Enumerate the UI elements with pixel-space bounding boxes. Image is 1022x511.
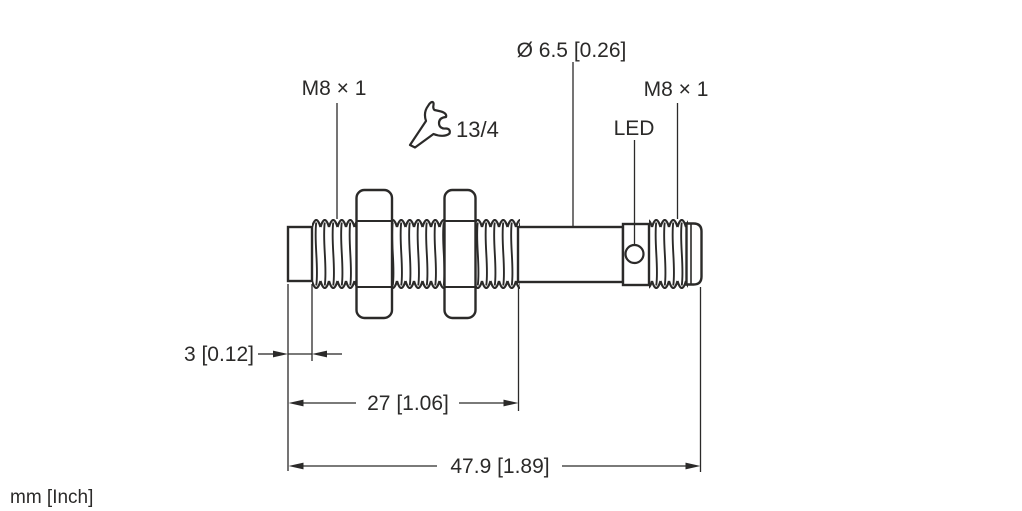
label-thread-left: M8 × 1 bbox=[302, 77, 367, 100]
sensor-body bbox=[286, 188, 703, 320]
dim27-arrow-right-icon bbox=[503, 399, 519, 407]
dim27-arrow-left-icon bbox=[288, 399, 304, 407]
barrel bbox=[516, 225, 625, 284]
label-thread-right: M8 × 1 bbox=[644, 78, 709, 101]
extension-lines bbox=[287, 284, 702, 472]
wrench-icon-shape bbox=[408, 100, 451, 149]
label-diameter: Ø 6.5 [0.26] bbox=[517, 39, 627, 62]
dim47-arrow-left-icon bbox=[288, 462, 304, 470]
leader-lines bbox=[336, 62, 679, 245]
hex-nut-1 bbox=[355, 188, 394, 320]
dim-total-length-label: 47.9 [1.89] bbox=[450, 455, 549, 478]
dimension-total-length: 47.9 [1.89] bbox=[288, 455, 701, 478]
dim47-arrow-right-icon bbox=[685, 462, 701, 470]
hex-nut-2-outline bbox=[443, 188, 477, 320]
dim3-arrow-right-icon bbox=[273, 350, 288, 358]
dimension-face-length: 3 [0.12] bbox=[184, 343, 342, 366]
wrench-size-label: 13/4 bbox=[456, 117, 499, 142]
thread-section-connector bbox=[649, 219, 688, 289]
wrench-icon: 13/4 bbox=[408, 100, 499, 149]
label-led: LED bbox=[614, 117, 655, 140]
dim-face-length-label: 3 [0.12] bbox=[184, 343, 254, 366]
hex-nut-1-outline bbox=[355, 188, 394, 320]
connector-end-cap bbox=[685, 222, 703, 286]
dim-thread-length-label: 27 [1.06] bbox=[367, 392, 449, 415]
dimension-thread-length: 27 [1.06] bbox=[288, 392, 519, 415]
units-label: mm [Inch] bbox=[10, 487, 93, 508]
dim3-arrow-left-icon bbox=[312, 350, 327, 358]
led-indicator bbox=[624, 243, 645, 265]
hex-nut-2 bbox=[443, 188, 477, 320]
connector-end-cap-outline bbox=[685, 222, 703, 286]
thread-section-left bbox=[312, 219, 520, 289]
sensing-face bbox=[286, 225, 314, 283]
